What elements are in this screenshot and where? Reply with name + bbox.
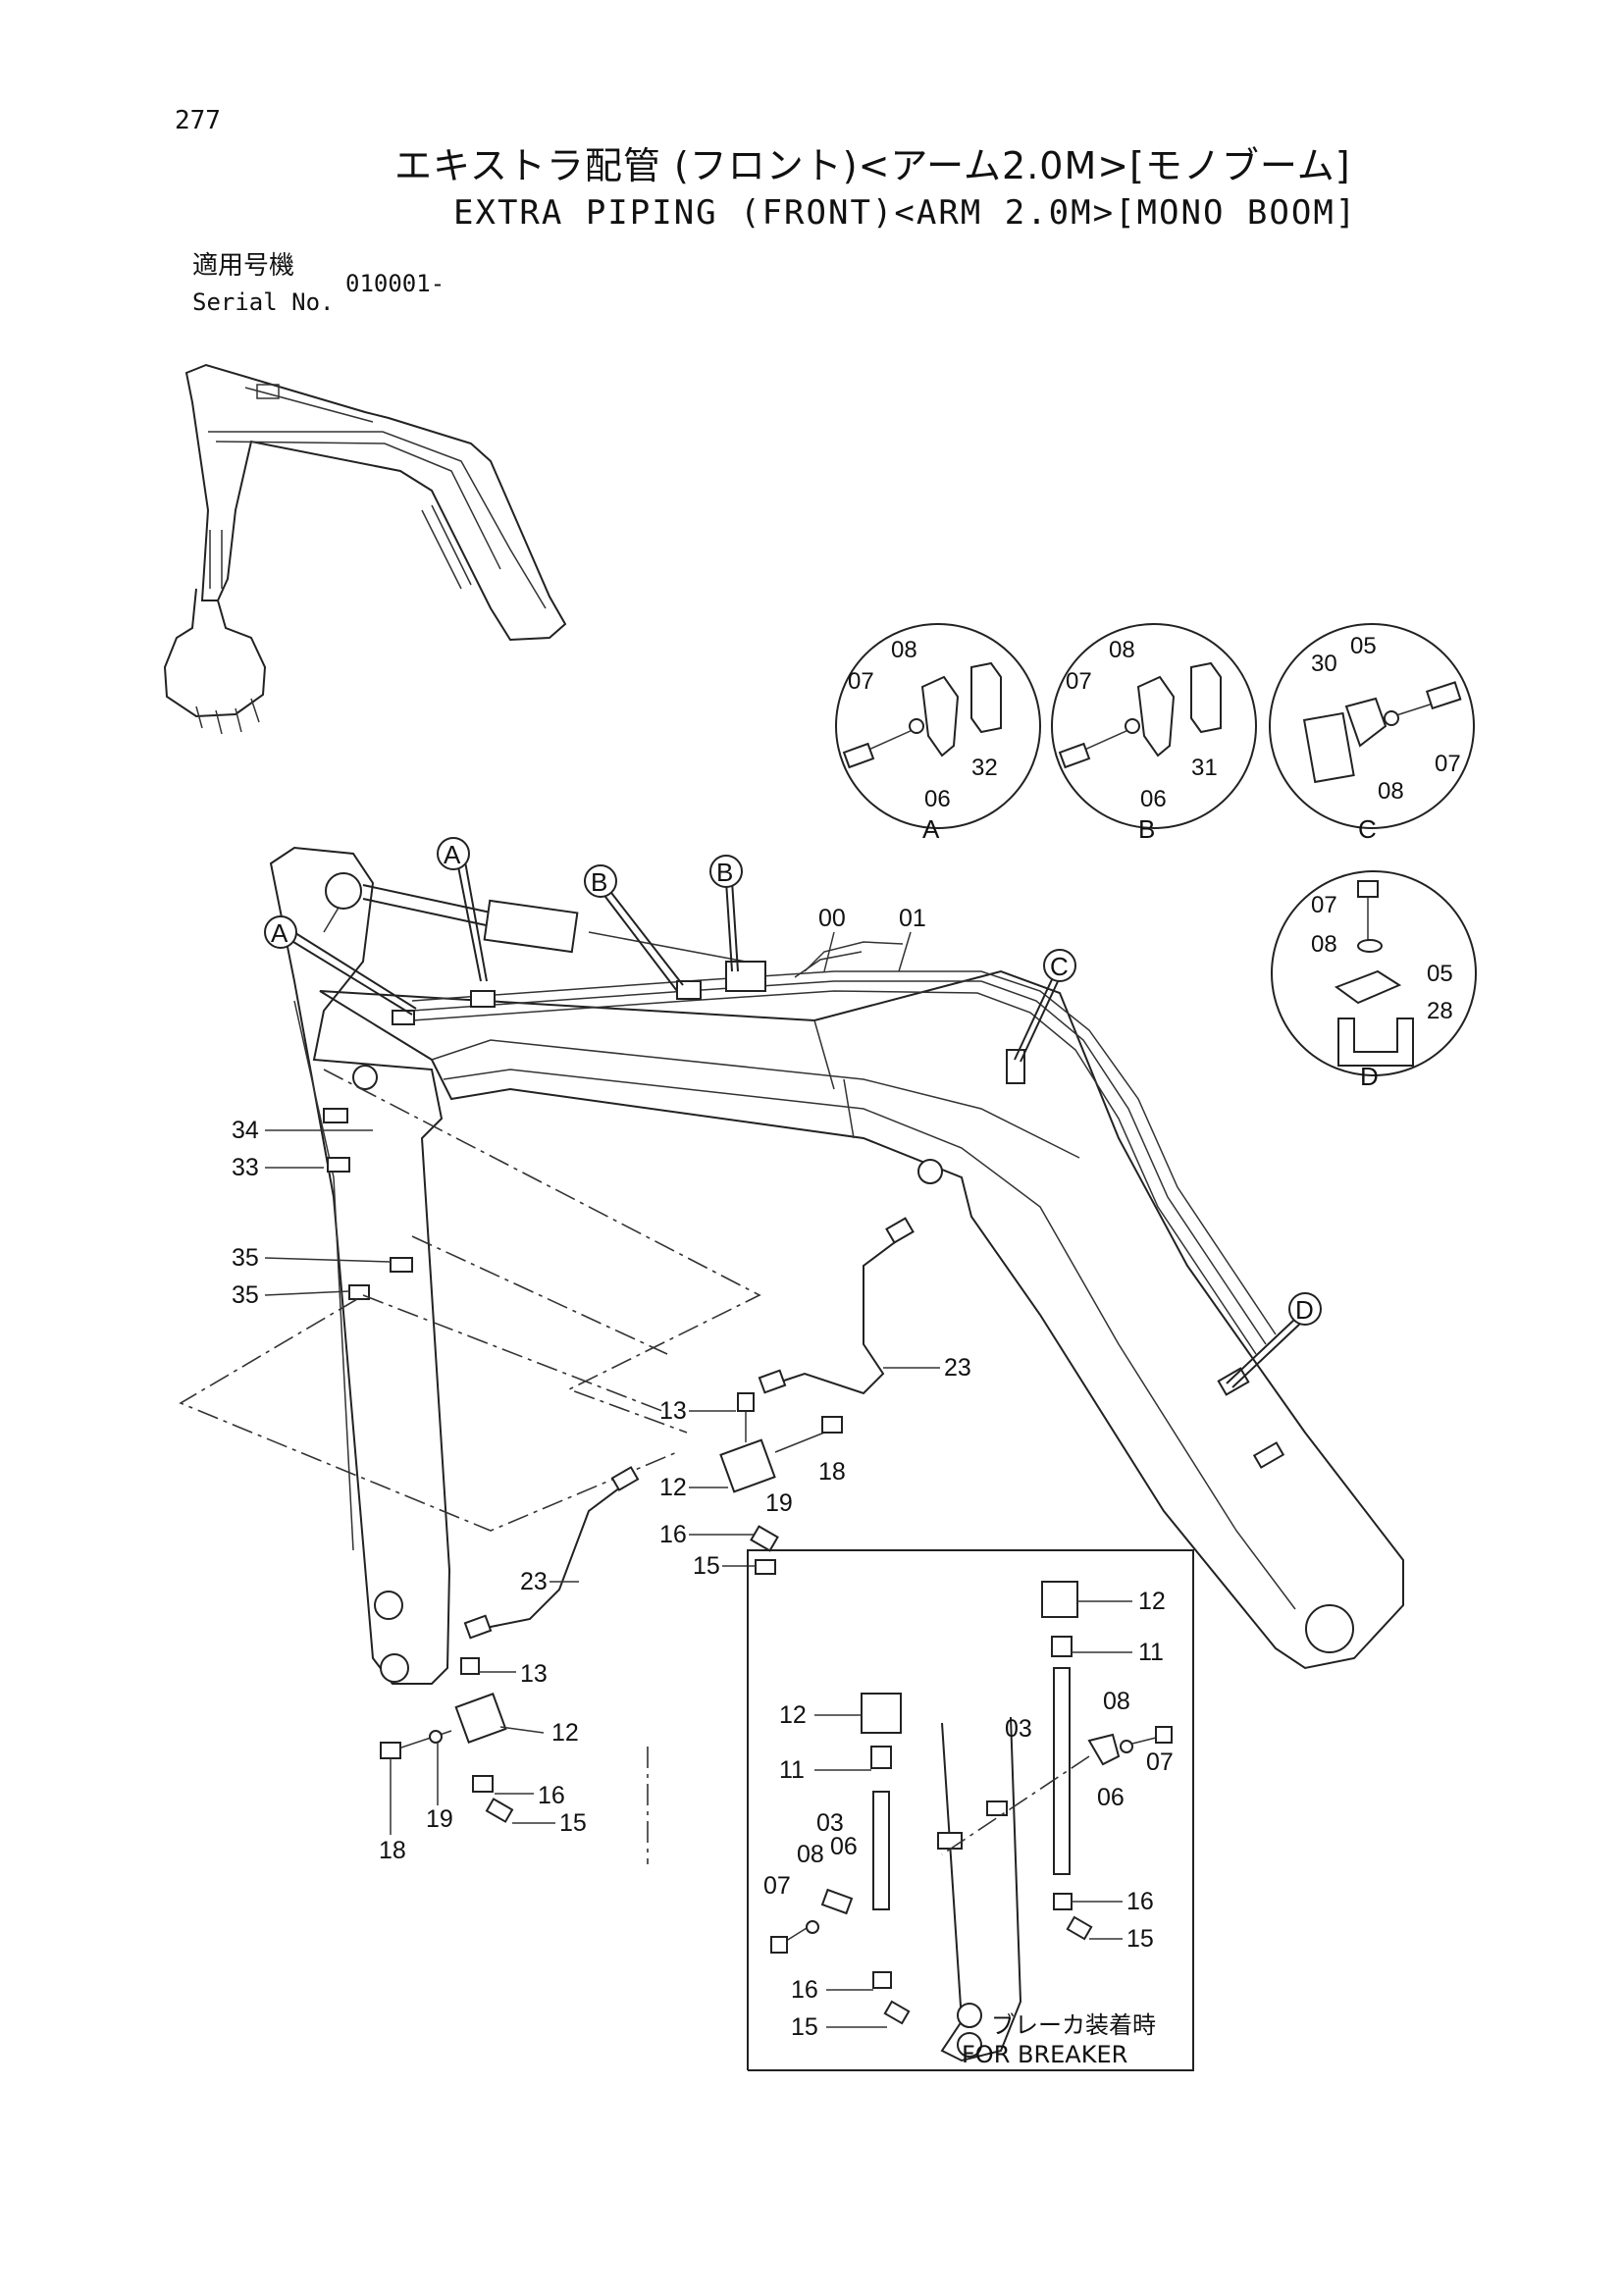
boom-drawing: [319, 941, 1404, 1670]
part-label-00: 00: [818, 905, 846, 932]
hose-assembly: [380, 1217, 915, 1823]
breaker-part-label-06-left: 06: [830, 1833, 858, 1860]
detail-d-part-08: 08: [1311, 931, 1337, 958]
detail-d-part-05: 05: [1427, 961, 1453, 987]
callout-b-left: B: [591, 867, 607, 897]
detail-circle-d: 07 08 05 28 D: [1271, 870, 1477, 1091]
detail-c-letter: C: [1358, 814, 1377, 844]
part-label-18-center: 18: [818, 1458, 846, 1486]
detail-c-part-05: 05: [1350, 633, 1377, 659]
page-number: 277: [175, 106, 221, 135]
part-label-01: 01: [899, 905, 926, 932]
detail-a-part-08: 08: [891, 637, 917, 663]
callout-markers: A A B B C D: [264, 837, 1322, 1388]
detail-a-part-32: 32: [971, 755, 998, 781]
breaker-inset: 12 11 03 08 06 07 16 15 12 11 03 08 07 0…: [747, 1549, 1194, 2071]
detail-d-part-07: 07: [1311, 892, 1337, 918]
breaker-part-label-03-left: 03: [816, 1809, 844, 1837]
part-label-19-left: 19: [426, 1805, 453, 1833]
serial-label-english: Serial No.: [192, 288, 335, 316]
breaker-part-label-11-right: 11: [1138, 1639, 1164, 1666]
part-label-13-left: 13: [520, 1660, 548, 1688]
breaker-part-label-03-right: 03: [1005, 1715, 1032, 1743]
detail-a-part-06: 06: [924, 786, 951, 812]
title-japanese: エキストラ配管 (フロント)<アーム2.0M>[モノブーム]: [394, 144, 1351, 187]
part-label-34: 34: [232, 1117, 259, 1144]
detail-circle-c: 30 05 07 08 C: [1269, 623, 1475, 844]
part-number-labels: 00 01 34 33 35 35 23 13 12 18 19 16 15 2…: [232, 905, 971, 1864]
detail-b-part-31: 31: [1191, 755, 1218, 781]
detail-c-part-30: 30: [1311, 651, 1337, 677]
callout-a-upper: A: [444, 840, 461, 869]
arm-drawing: [269, 846, 766, 1685]
part-label-23-left: 23: [520, 1568, 548, 1595]
detail-b-part-08: 08: [1109, 637, 1135, 663]
detail-b-part-07: 07: [1066, 668, 1092, 695]
part-label-12-left: 12: [551, 1719, 579, 1747]
part-label-35-upper: 35: [232, 1244, 259, 1272]
breaker-part-label-08-right: 08: [1103, 1688, 1130, 1715]
breaker-label-japanese: ブレーカ装着時: [991, 2011, 1156, 2039]
detail-a-part-07: 07: [848, 668, 874, 695]
breaker-label-english: FOR BREAKER: [962, 2041, 1127, 2068]
part-label-23-right: 23: [944, 1354, 971, 1382]
callout-d: D: [1295, 1295, 1314, 1325]
callout-a-lower: A: [271, 918, 288, 948]
detail-c-part-07: 07: [1435, 751, 1461, 777]
breaker-part-label-08-left: 08: [797, 1841, 824, 1868]
callout-c: C: [1050, 952, 1069, 981]
detail-circle-b: 07 08 06 31 B: [1051, 623, 1257, 844]
part-label-35-lower: 35: [232, 1281, 259, 1309]
serial-number-value: 010001-: [345, 270, 445, 297]
part-label-16-center: 16: [659, 1521, 687, 1548]
part-label-12-center: 12: [659, 1474, 687, 1501]
breaker-part-label-11-left: 11: [779, 1756, 805, 1784]
breaker-part-label-15-left: 15: [791, 2013, 818, 2041]
breaker-part-label-16-right: 16: [1126, 1888, 1154, 1915]
detail-b-part-06: 06: [1140, 786, 1167, 812]
part-label-16-left: 16: [538, 1782, 565, 1809]
part-label-15-left: 15: [559, 1809, 587, 1837]
callout-b-right: B: [716, 858, 733, 887]
breaker-part-label-07-right: 07: [1146, 1748, 1174, 1776]
detail-c-part-08: 08: [1378, 778, 1404, 805]
title-english: EXTRA PIPING (FRONT)<ARM 2.0M>[MONO BOOM…: [453, 193, 1358, 233]
part-label-15-center: 15: [693, 1552, 720, 1580]
part-label-19-center: 19: [765, 1489, 793, 1517]
part-label-13-center: 13: [659, 1397, 687, 1425]
breaker-part-label-07-left: 07: [763, 1872, 791, 1900]
detail-circle-a: 07 08 06 32 A: [835, 623, 1041, 844]
construction-lines: [179, 1069, 761, 1864]
breaker-part-label-06-right: 06: [1097, 1784, 1125, 1811]
breaker-part-label-16-left: 16: [791, 1976, 818, 2004]
part-label-33: 33: [232, 1154, 259, 1181]
excavator-overview-drawing: [163, 363, 567, 735]
detail-a-letter: A: [922, 814, 940, 844]
breaker-part-label-12-left: 12: [779, 1701, 807, 1729]
part-label-18-left: 18: [379, 1837, 406, 1864]
detail-b-letter: B: [1138, 814, 1155, 844]
serial-label-japanese: 適用号機: [192, 251, 295, 281]
detail-d-letter: D: [1360, 1062, 1379, 1091]
detail-d-part-28: 28: [1427, 998, 1453, 1024]
breaker-part-label-15-right: 15: [1126, 1925, 1154, 1953]
breaker-part-label-12-right: 12: [1138, 1588, 1166, 1615]
